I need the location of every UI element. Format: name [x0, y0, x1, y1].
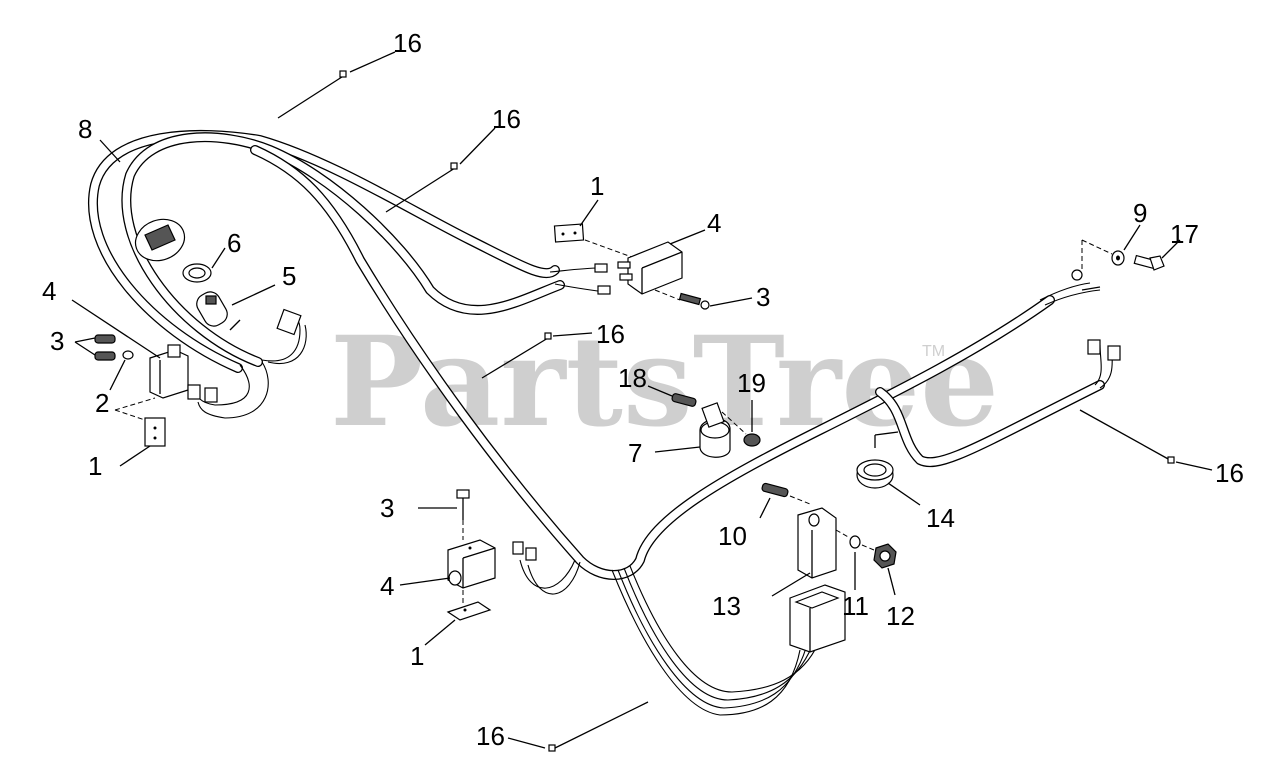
grommet-14	[856, 431, 921, 506]
switch-plate-1-top	[553, 199, 599, 243]
switch-plate-1-bottom	[424, 601, 492, 646]
cable-tie-16b	[385, 127, 496, 213]
bracket-13	[771, 507, 837, 597]
callout-16: 16	[492, 104, 521, 134]
watermark-trademark: TM	[922, 343, 945, 360]
callout-4: 4	[380, 571, 394, 601]
callout-7: 7	[628, 438, 642, 468]
bolt-10	[759, 482, 811, 519]
callout-16: 16	[1215, 458, 1244, 488]
callout-1: 1	[88, 451, 102, 481]
washer-2	[109, 359, 126, 391]
callout-1: 1	[410, 641, 424, 671]
callout-14: 14	[926, 503, 955, 533]
bolt-18	[647, 385, 697, 407]
callout-3: 3	[756, 282, 770, 312]
connectors-top-switch	[594, 263, 611, 295]
callout-8: 8	[78, 114, 92, 144]
callout-13: 13	[712, 591, 741, 621]
nut-19	[721, 400, 761, 447]
clamp-7	[654, 402, 731, 458]
callout-11: 11	[842, 591, 869, 621]
callout-5: 5	[282, 261, 296, 291]
callout-19: 19	[737, 368, 766, 398]
screw-3-bottom	[418, 489, 470, 540]
callout-16: 16	[596, 319, 625, 349]
plug-bottom	[789, 584, 846, 653]
callout-16: 16	[476, 721, 505, 751]
ring-6	[182, 247, 226, 283]
screw-3-top	[654, 289, 753, 310]
bolt-17	[1133, 239, 1181, 271]
cable-tie-16c	[481, 332, 593, 379]
key-switch-5	[196, 284, 302, 336]
callout-2: 2	[95, 388, 109, 418]
callout-10: 10	[718, 521, 747, 551]
ignition-switch-cover	[134, 218, 186, 262]
callout-18: 18	[618, 363, 647, 393]
switch-4-bottom	[399, 539, 496, 605]
screws-3-left	[74, 334, 134, 361]
callout-4: 4	[707, 208, 721, 238]
callout-9: 9	[1133, 198, 1147, 228]
switch-4-top	[617, 229, 706, 295]
callout-17: 17	[1170, 219, 1199, 249]
ring-terminals	[1071, 239, 1113, 291]
callout-12: 12	[886, 601, 915, 631]
watermark-brand: PartsTree	[330, 310, 999, 455]
washer-9	[1111, 224, 1141, 266]
switch-4-left	[71, 299, 189, 399]
connectors-left	[187, 384, 218, 403]
cable-tie-16e	[507, 701, 649, 752]
callout-16: 16	[393, 28, 422, 58]
leader-8	[99, 139, 121, 163]
connectors-bottom-left	[512, 541, 537, 561]
washer-11	[835, 529, 861, 590]
cable-tie-16d	[1079, 409, 1213, 471]
switch-plate-1-left	[114, 397, 166, 467]
nut-12	[861, 543, 897, 596]
callout-1: 1	[590, 171, 604, 201]
callout-4: 4	[42, 276, 56, 306]
callout-3: 3	[50, 326, 64, 356]
callout-6: 6	[227, 228, 241, 258]
cable-tie-16a	[277, 51, 396, 119]
connectors-right	[1087, 339, 1121, 361]
callout-3: 3	[380, 493, 394, 523]
